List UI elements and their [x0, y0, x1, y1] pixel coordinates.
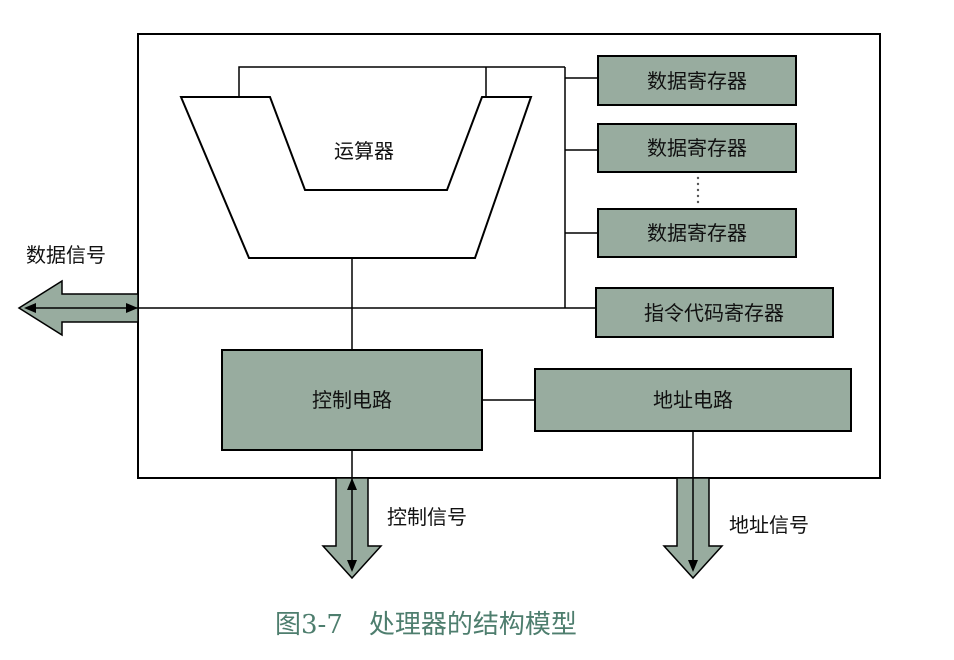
- data-register-label: 数据寄存器: [647, 221, 747, 245]
- address-circuit-label: 地址电路: [653, 388, 733, 412]
- data-register-box: [597, 208, 797, 258]
- address-circuit-box: [534, 368, 852, 432]
- alu-shape: [179, 96, 533, 259]
- figure-caption: 图3-7 处理器的结构模型: [275, 610, 577, 640]
- data-register-box: [597, 123, 797, 173]
- control-circuit-box: [221, 349, 483, 451]
- data-register-box: [597, 55, 797, 106]
- register-bus: [138, 66, 598, 401]
- ellipsis-dots: [696, 176, 700, 204]
- data-signal-label: 数据信号: [26, 243, 106, 267]
- instruction-register-label: 指令代码寄存器: [644, 301, 784, 325]
- data-register-label: 数据寄存器: [647, 69, 747, 93]
- alu-label: 运算器: [334, 139, 394, 163]
- control-signal-label: 控制信号: [387, 505, 467, 529]
- control-circuit-label: 控制电路: [312, 388, 392, 412]
- instruction-register-box: [595, 287, 834, 338]
- data-register-label: 数据寄存器: [647, 136, 747, 160]
- address-signal-label: 地址信号: [729, 513, 809, 537]
